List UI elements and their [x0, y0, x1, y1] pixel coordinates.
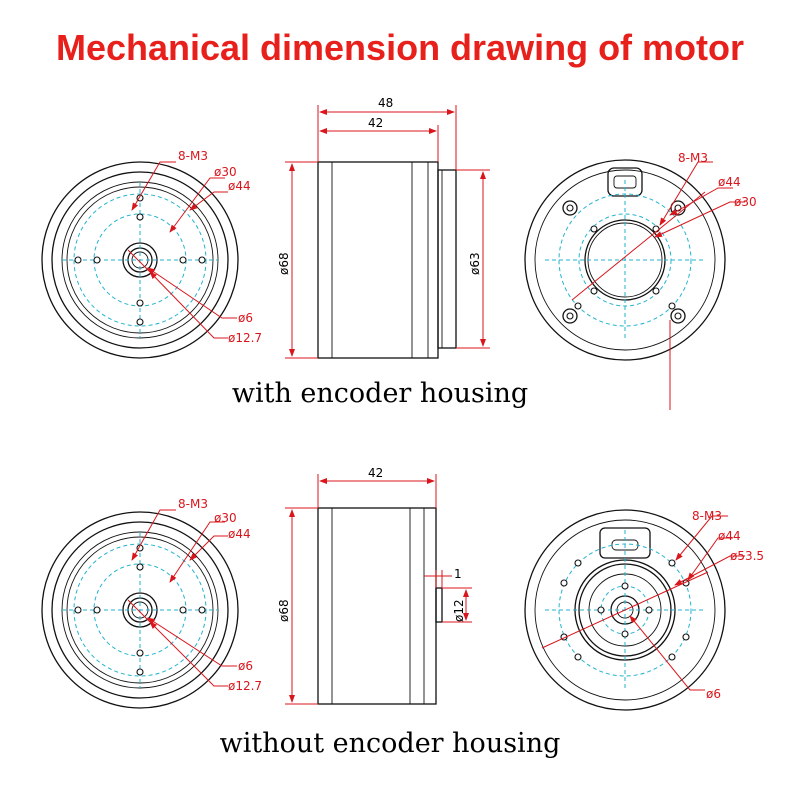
side-view-with-encoder: 48 42 ø68 ø63 [277, 96, 490, 359]
page-title: Mechanical dimension drawing of motor [55, 27, 745, 68]
hub-label: ø12.7 [228, 331, 262, 345]
rear-view-with-encoder: 8-M3 ø44 ø30 [524, 151, 757, 410]
hub-label-bottom: ø12.7 [228, 679, 262, 693]
rear-shaft-label: ø6 [706, 687, 721, 701]
holes-label: 8-M3 [178, 149, 208, 163]
holes-label-bottom: 8-M3 [178, 497, 208, 511]
rear-bolt-circle-outer-label-bottom: ø44 [718, 529, 741, 543]
body-length-label: 42 [368, 116, 383, 130]
rear-holes-label: 8-M3 [678, 151, 708, 165]
body-diameter-label: ø68 [277, 252, 291, 275]
body-length-label-bottom: 42 [368, 466, 383, 480]
hub-protrusion-label: 1 [454, 567, 462, 581]
rear-bolt-circle-inner-label: ø30 [734, 195, 757, 209]
body-diameter-label-bottom: ø68 [277, 599, 291, 622]
shaft-label-bottom: ø6 [238, 659, 253, 673]
shaft-label: ø6 [238, 311, 253, 325]
caption-without-encoder: without encoder housing [220, 728, 561, 759]
overall-length-label: 48 [378, 96, 393, 110]
hub-diameter-label: ø12 [452, 599, 466, 622]
rear-view-without-encoder: 8-M3 ø44 ø53.5 ø6 [524, 509, 764, 711]
bolt-circle-inner-label: ø30 [214, 165, 237, 179]
caption-with-encoder: with encoder housing [232, 378, 528, 409]
front-view-with-encoder: 8-M3 ø30 ø44 ø6 ø12.7 [41, 149, 262, 359]
bolt-circle-outer-label: ø44 [228, 179, 251, 193]
housing-diameter-label: ø63 [468, 252, 482, 275]
bolt-circle-inner-label-bottom: ø30 [214, 511, 237, 525]
bearing-diameter-label: ø53.5 [730, 549, 764, 563]
rear-bolt-circle-outer-label: ø44 [718, 175, 741, 189]
rear-holes-label-bottom: 8-M3 [692, 509, 722, 523]
side-view-without-encoder: 42 ø68 1 ø12 [277, 466, 472, 705]
bolt-circle-outer-label-bottom: ø44 [228, 527, 251, 541]
front-view-without-encoder: 8-M3 ø30 ø44 ø6 ø12.7 [41, 497, 262, 709]
